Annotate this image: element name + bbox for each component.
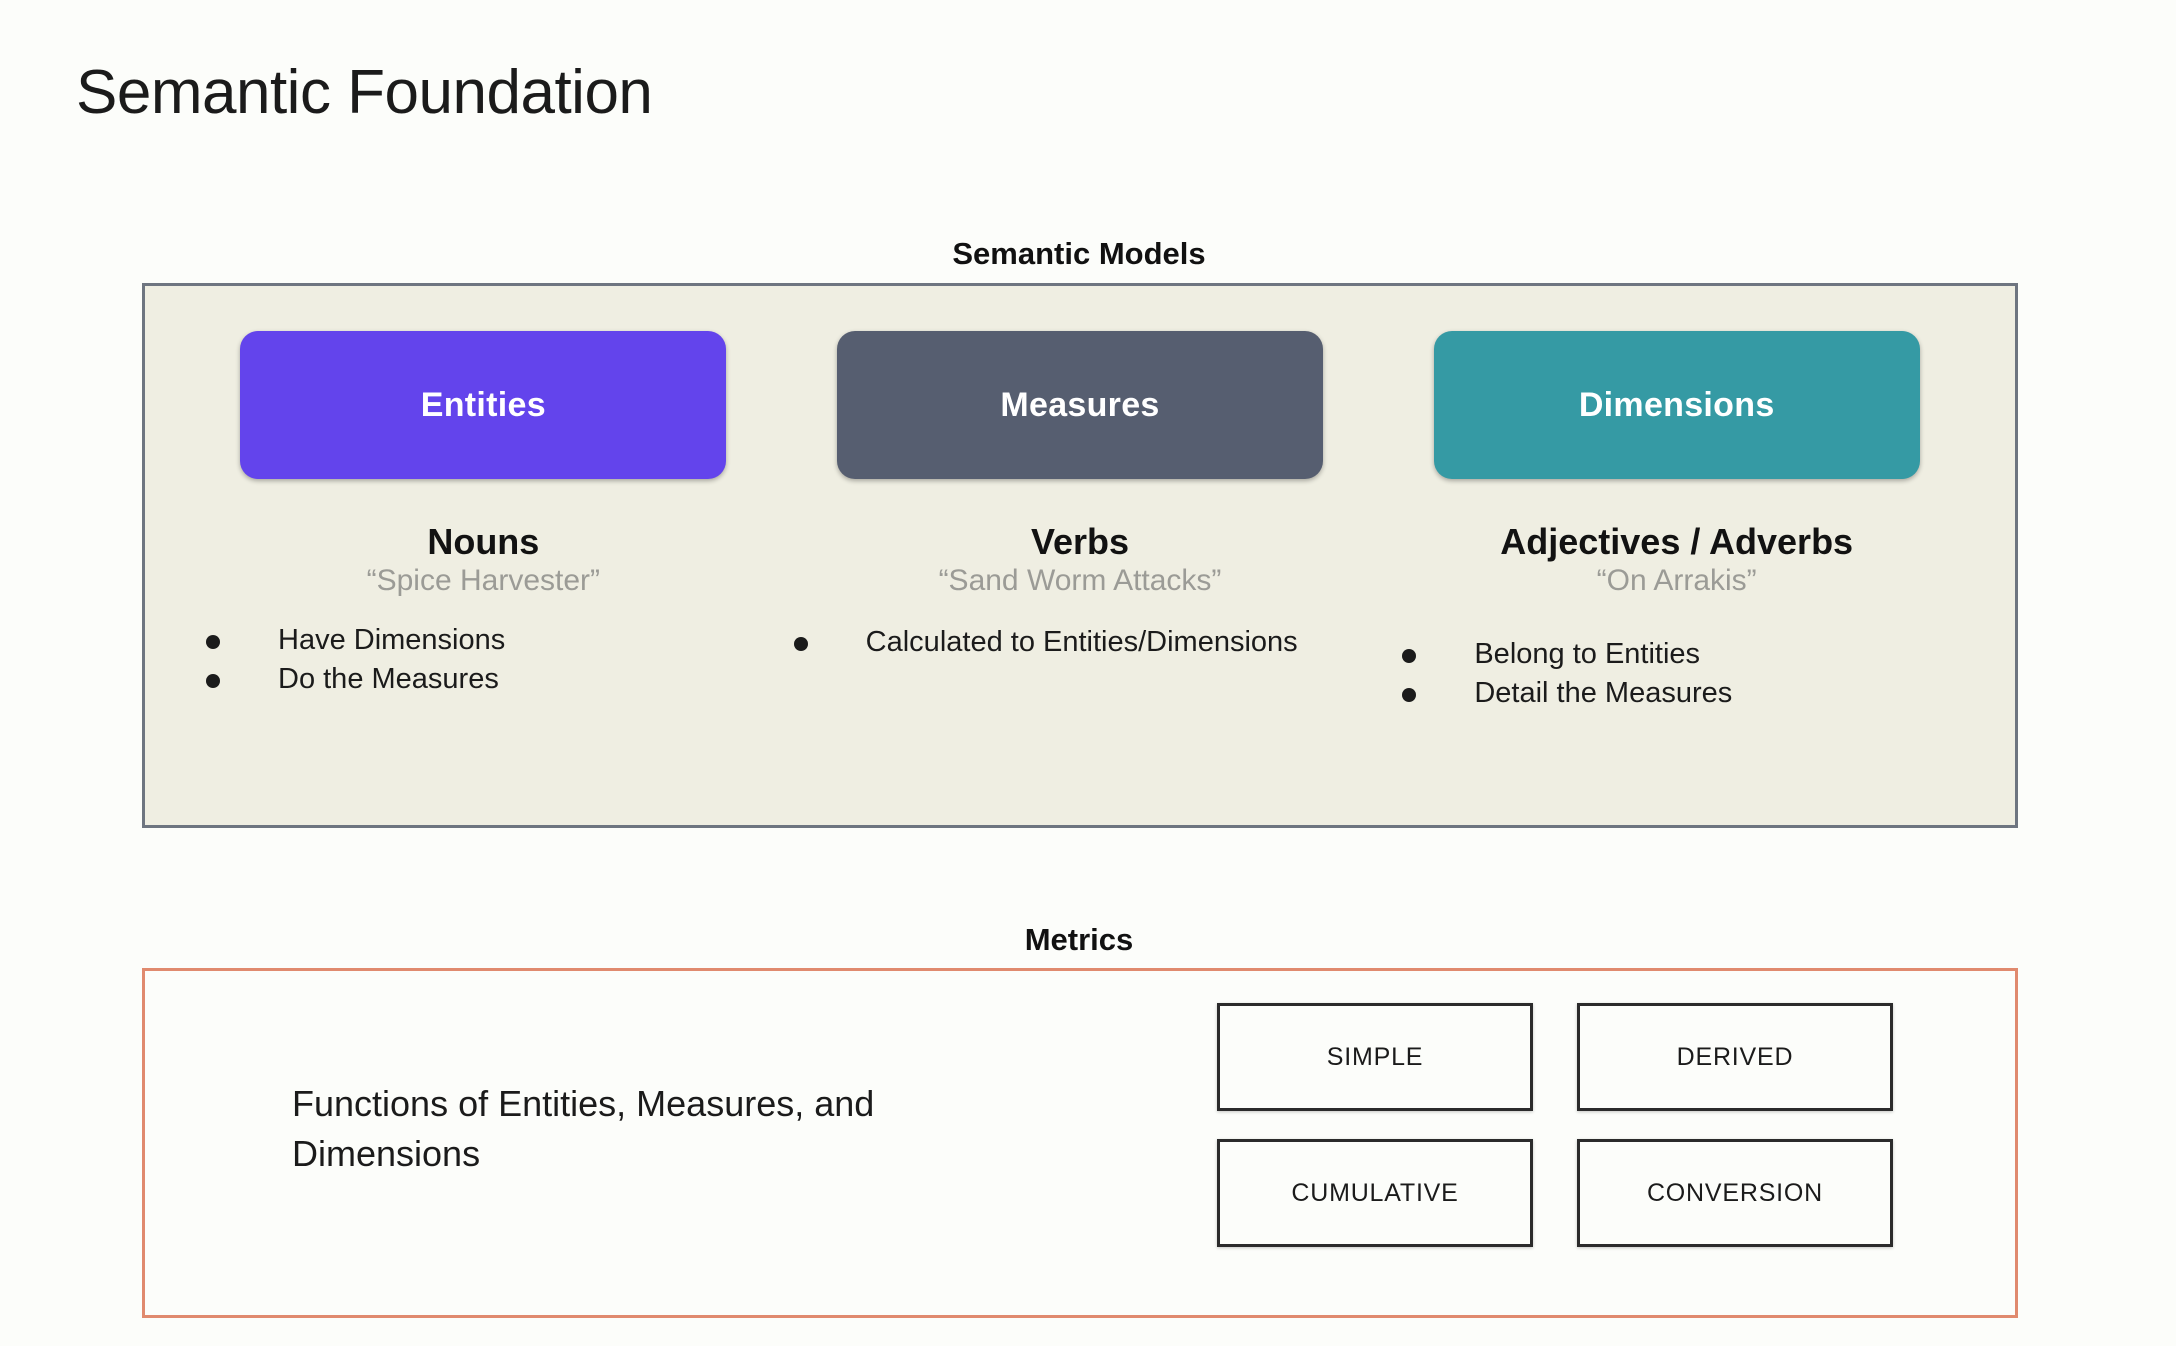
semantic-models-columns: Entities Nouns “Spice Harvester” Have Di… [145,286,2015,825]
list-item: Have Dimensions [206,622,803,659]
dimensions-card-label: Dimensions [1578,385,1775,424]
metric-type-label: SIMPLE [1326,1042,1424,1071]
list-item: Belong to Entities [1402,636,1999,673]
entities-card[interactable]: Entities [240,331,727,479]
dimensions-example: “On Arrakis” [1596,563,1757,597]
semantic-column-measures: Measures Verbs “Sand Worm Attacks” Calcu… [782,331,1379,825]
metric-type-conversion[interactable]: CONVERSION [1577,1139,1893,1247]
page-title: Semantic Foundation [76,58,653,127]
metric-type-label: CUMULATIVE [1291,1178,1459,1207]
entities-part-of-speech: Nouns [427,521,540,562]
metrics-panel: Functions of Entities, Measures, and Dim… [142,968,2018,1318]
semantic-column-dimensions: Dimensions Adjectives / Adverbs “On Arra… [1378,331,1975,825]
entities-example: “Spice Harvester” [366,563,601,597]
list-item-label: Have Dimensions [278,624,506,657]
measures-example: “Sand Worm Attacks” [938,563,1222,597]
dimensions-bullet-list: Belong to Entities Detail the Measures [1354,636,1999,714]
semantic-models-heading: Semantic Models [952,236,1206,271]
list-item-label: Calculated to Entities/Dimensions [865,626,1298,659]
bullet-dot-icon [1402,688,1417,703]
bullet-dot-icon [793,637,808,652]
metric-type-derived[interactable]: DERIVED [1577,1003,1893,1111]
list-item: Calculated to Entities/Dimensions [793,624,1391,661]
metric-type-label: CONVERSION [1646,1178,1824,1207]
list-item: Detail the Measures [1402,675,1999,712]
list-item-label: Belong to Entities [1474,638,1701,671]
bullet-dot-icon [206,674,220,689]
entities-card-label: Entities [420,385,546,424]
list-item-label: Detail the Measures [1474,677,1733,710]
metric-type-simple[interactable]: SIMPLE [1217,1003,1533,1111]
measures-card[interactable]: Measures [837,331,1323,479]
list-item-label: Do the Measures [278,663,499,696]
dimensions-part-of-speech: Adjectives / Adverbs [1500,521,1854,562]
semantic-models-panel: Entities Nouns “Spice Harvester” Have Di… [142,283,2018,828]
metrics-heading: Metrics [1024,922,1134,957]
metric-type-label: DERIVED [1676,1042,1794,1071]
metric-type-grid: SIMPLE DERIVED CUMULATIVE CONVERSION [1217,1003,1893,1247]
measures-card-label: Measures [1000,385,1160,424]
list-item: Do the Measures [206,661,803,698]
semantic-column-entities: Entities Nouns “Spice Harvester” Have Di… [185,331,782,825]
entities-bullet-list: Have Dimensions Do the Measures [164,622,803,700]
bullet-dot-icon [1402,649,1417,664]
measures-bullet-list: Calculated to Entities/Dimensions [770,624,1391,663]
dimensions-card[interactable]: Dimensions [1433,331,1920,479]
measures-part-of-speech: Verbs [1030,521,1130,562]
metric-type-cumulative[interactable]: CUMULATIVE [1217,1139,1533,1247]
bullet-dot-icon [206,635,220,650]
metrics-description: Functions of Entities, Measures, and Dim… [292,1083,875,1174]
